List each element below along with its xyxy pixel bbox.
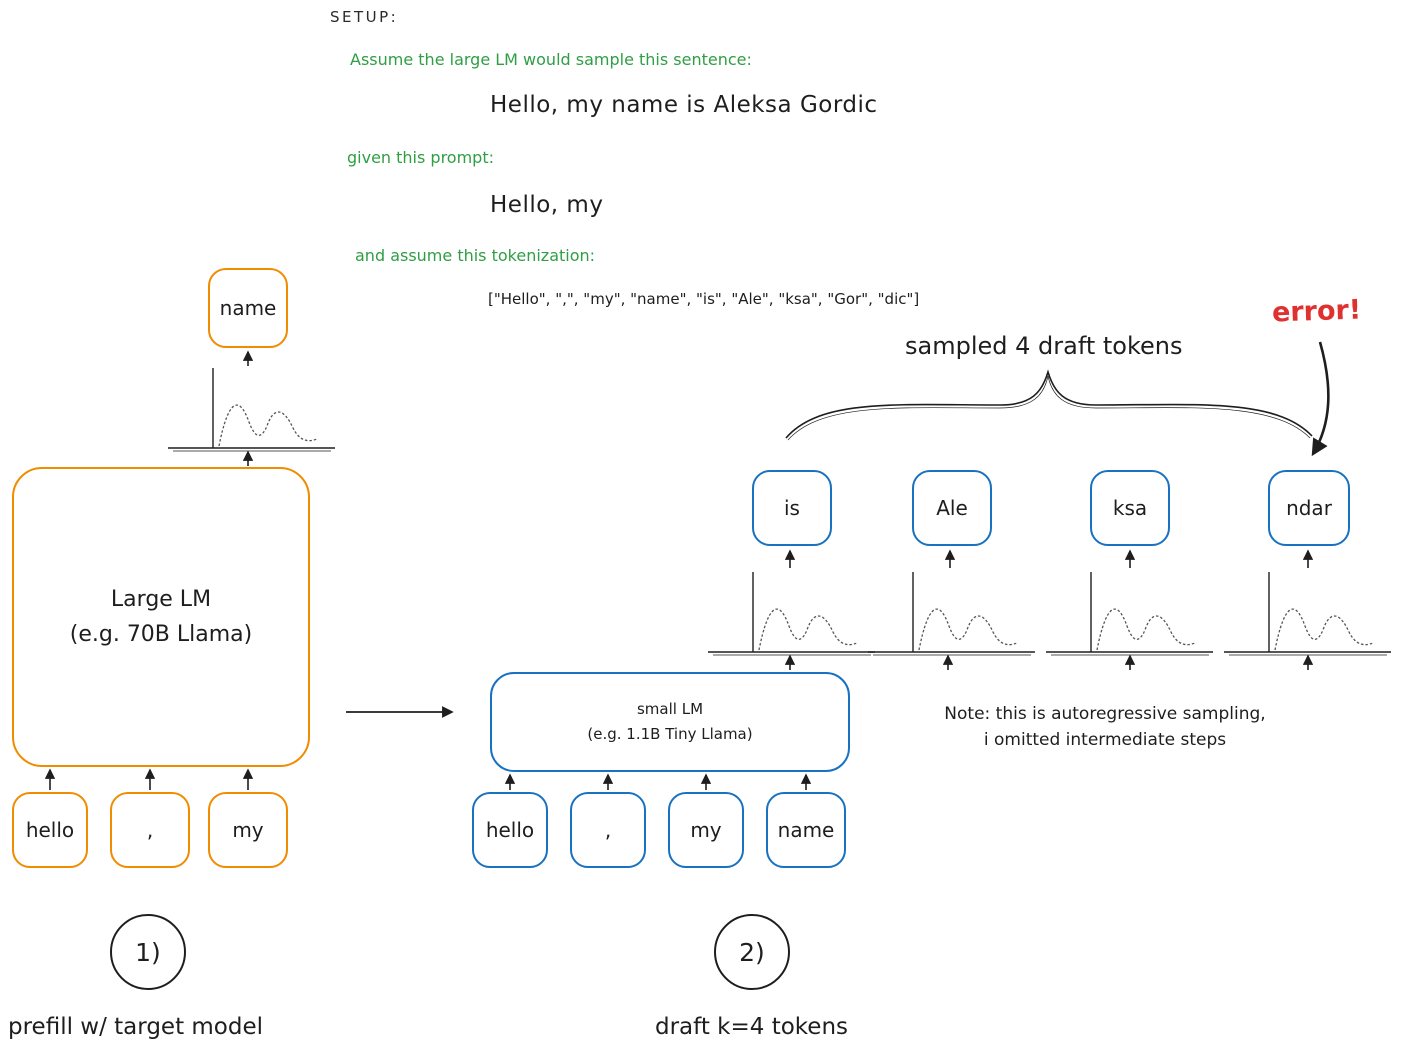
token-label: my: [690, 818, 722, 842]
prompt-text: Hello, my: [490, 192, 604, 218]
draft-token-box-ale: Ale: [912, 470, 992, 546]
token-label: hello: [25, 818, 75, 842]
input-token-box-my-large: my: [208, 792, 288, 868]
draft-distribution-plot-2: [867, 571, 1036, 656]
target-sentence: Hello, my name is Aleksa Gordic: [490, 92, 878, 118]
large-lm-label-line2: (e.g. 70B Llama): [69, 622, 253, 647]
token-label: ksa: [1112, 496, 1148, 520]
step-1-circle: 1): [110, 914, 186, 990]
token-label: ,: [604, 818, 612, 842]
token-label: my: [232, 818, 264, 842]
note-line1: Note: this is autoregressive sampling,: [944, 704, 1266, 724]
error-arrow: [1311, 341, 1330, 457]
token-label: ,: [146, 818, 154, 842]
draft-tokens-brace-echo: [787, 375, 1311, 441]
step-2-circle: 2): [714, 914, 790, 990]
assumption-line: Assume the large LM would sample this se…: [350, 50, 752, 69]
setup-title: SETUP:: [330, 8, 399, 26]
output-token-label: name: [219, 296, 277, 320]
note-text: Note: this is autoregressive sampling, i…: [905, 702, 1305, 753]
draft-token-box-ksa: ksa: [1090, 470, 1170, 546]
step-2-caption: draft k=4 tokens: [655, 1014, 849, 1040]
draft-token-box-ndar: ndar: [1268, 470, 1350, 546]
large-lm-label-line1: Large LM: [110, 586, 212, 612]
brace-label: sampled 4 draft tokens: [905, 332, 1183, 360]
draft-token-box-is: is: [752, 470, 832, 546]
token-label: is: [784, 496, 800, 520]
token-label: name: [777, 818, 835, 842]
input-token-box-hello-small: hello: [472, 792, 548, 868]
error-label: error!: [1271, 294, 1362, 329]
prompt-line: given this prompt:: [347, 148, 494, 167]
step-1-number: 1): [135, 937, 161, 967]
output-token-box-name: name: [208, 268, 288, 348]
input-token-box-name-small: name: [766, 792, 846, 868]
draft-tokens-brace: [785, 369, 1313, 439]
tokenization-line: and assume this tokenization:: [355, 246, 596, 265]
input-token-box-hello-large: hello: [12, 792, 88, 868]
draft-distribution-plot-1: [707, 571, 876, 656]
small-lm-label-line1: small LM: [636, 699, 704, 718]
input-token-box-comma-large: ,: [110, 792, 190, 868]
input-token-box-my-small: my: [668, 792, 744, 868]
token-label: Ale: [936, 496, 968, 520]
large-lm-distribution-plot: [167, 367, 336, 452]
tokenization-array: ["Hello", ",", "my", "name", "is", "Ale"…: [488, 290, 920, 308]
note-line2: i omitted intermediate steps: [983, 729, 1227, 750]
token-label: hello: [485, 818, 535, 842]
small-lm-label-line2: (e.g. 1.1B Tiny Llama): [587, 725, 753, 743]
draft-distribution-plot-3: [1045, 571, 1214, 656]
input-token-box-comma-small: ,: [570, 792, 646, 868]
draft-distribution-plot-4: [1223, 571, 1392, 656]
small-lm-box: small LM (e.g. 1.1B Tiny Llama): [490, 672, 850, 772]
step-2-number: 2): [739, 937, 765, 967]
token-label: ndar: [1286, 496, 1332, 520]
large-lm-box: Large LM (e.g. 70B Llama): [12, 467, 310, 767]
step-1-caption: prefill w/ target model: [8, 1014, 264, 1040]
